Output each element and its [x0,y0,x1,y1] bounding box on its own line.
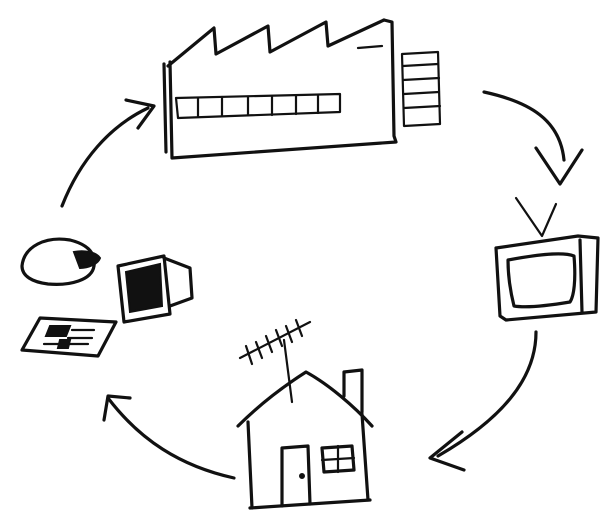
house-with-antenna-icon [238,320,372,508]
arrow-factory-to-tv [484,92,582,184]
arrow-tv-to-house [430,332,536,470]
television-icon [496,198,598,320]
factory-icon [164,20,440,158]
arrow-electronics-to-factory [62,100,154,206]
arrow-house-to-electronics [104,396,234,478]
electronics-pile-icon [22,239,192,356]
